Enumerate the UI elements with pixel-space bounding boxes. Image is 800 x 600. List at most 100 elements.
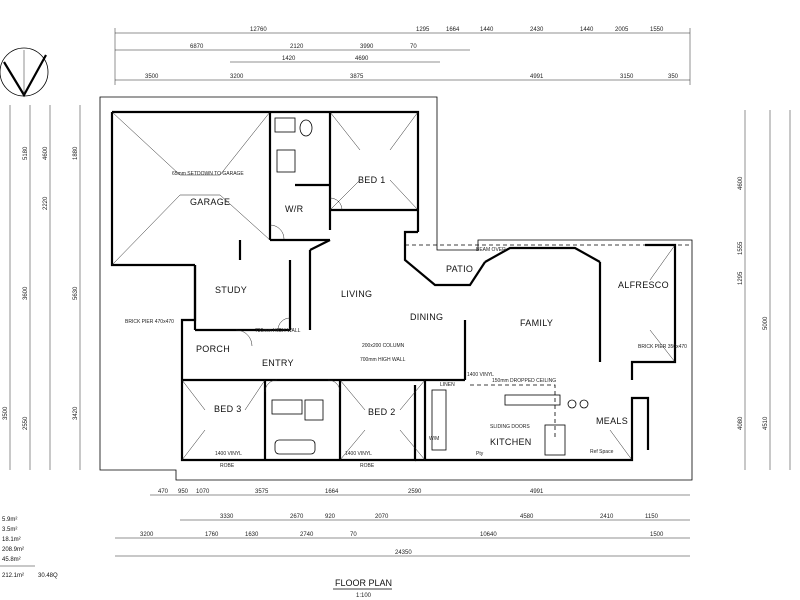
area-4: 208.9m² [2,547,24,553]
dim-top-13: 1420 [282,56,296,62]
right-dimensions: 4600 1555 1295 5000 4080 4510 [738,110,791,470]
dim-top-4: 1440 [480,27,494,33]
dim-top-16: 3200 [230,74,244,80]
left-dimensions: 5180 2220 3600 5630 3500 2550 4600 1880 … [3,105,81,470]
room-kitchen-label: KITCHEN [490,437,532,447]
area-1: 5.9m² [2,517,17,523]
dim-left-5: 3500 [3,406,9,420]
dim-top-10: 2120 [290,44,304,50]
dim-bottom-9: 2670 [290,514,304,520]
dim-top-9: 6870 [190,44,204,50]
room-bed3-label: BED 3 [214,404,242,414]
note-vinyl-1: 1400 VINYL [215,451,242,457]
dim-left-8: 1880 [73,146,79,160]
area-5: 45.8m² [2,557,21,563]
dim-left-6: 2550 [23,416,29,430]
dim-bottom-13: 2410 [600,514,614,520]
dim-bottom-21: 1500 [650,532,664,538]
dim-right-4: 5000 [763,316,769,330]
north-arrow-icon [0,47,49,98]
note-high-wall: 730mm HIGH WALL [255,328,301,334]
dim-top-5: 2430 [530,27,544,33]
area-2: 3.5m² [2,527,17,533]
note-pty: Pty [476,451,484,457]
interior-walls [182,112,467,460]
area-6: 212.1m² [2,573,24,579]
dim-top-14: 4690 [355,56,369,62]
kitchen-fixtures [431,389,589,456]
dim-left-1: 5180 [23,146,29,160]
note-sliding: SLIDING DOORS [490,424,530,430]
bottom-dimensions: 470 950 1070 3575 1664 2590 4991 3330 26… [115,489,690,557]
plan-title: FLOOR PLAN [335,578,392,588]
dim-bottom-10: 920 [325,514,336,520]
room-patio-label: PATIO [446,264,473,274]
room-living-label: LIVING [341,289,372,299]
note-dropped-ceiling: 150mm DROPPED CEILING [492,378,556,384]
dim-left-4: 5630 [73,286,79,300]
garage-note: 65mm SETDOWN TO GARAGE [172,171,244,177]
dim-top-6: 1440 [580,27,594,33]
dim-left-3: 3600 [23,286,29,300]
room-porch-label: PORCH [196,344,230,354]
note-vinyl-3: 1400 VINYL [467,372,494,378]
dim-right-6: 4510 [763,416,769,430]
dim-bottom-5: 1664 [325,489,339,495]
note-robe-2: ROBE [360,463,375,469]
dim-top-3: 1664 [446,27,460,33]
room-study-label: STUDY [215,285,247,295]
room-dining-label: DINING [410,312,443,322]
dim-bottom-3: 1070 [196,489,210,495]
door-swings [235,197,343,393]
dim-bottom-7: 4991 [530,489,544,495]
dim-right-3: 1295 [738,271,744,285]
note-brick-pier: BRICK PIER 470x470 [125,319,174,325]
note-wm: W/M [429,436,439,442]
dim-bottom-4: 3575 [255,489,269,495]
room-wir-label: W/R [285,204,304,214]
room-garage-label: GARAGE [190,197,230,207]
top-dimensions: 12760 1295 1664 1440 2430 1440 2005 1550… [114,27,691,85]
dim-left-2: 2220 [43,196,49,210]
area-7: 30.48Q [38,573,58,579]
room-bed1-label: BED 1 [358,175,386,185]
note-vinyl-2: 1400 VINYL [345,451,372,457]
dim-top-11: 3990 [360,44,374,50]
dim-top-15: 3500 [145,74,159,80]
dim-top-18: 4991 [530,74,544,80]
garage-roof-lines [111,111,676,461]
room-alfresco-label: ALFRESCO [618,280,669,290]
dim-top-8: 1550 [650,27,664,33]
dim-bottom-18: 2740 [300,532,314,538]
dim-bottom-8: 3330 [220,514,234,520]
ensuite-fixtures [271,117,324,455]
plan-scale: 1:100 [356,593,372,599]
dim-bottom-6: 2590 [408,489,422,495]
note-brick-pier-2: BRICK PIER 350x470 [638,344,687,350]
dim-top-12: 70 [410,44,417,50]
plan-title-block: FLOOR PLAN 1:100 [333,578,392,599]
dim-bottom-16: 1760 [205,532,219,538]
eave-outline [99,96,693,481]
dim-right-1: 4600 [738,176,744,190]
dim-bottom-12: 4580 [520,514,534,520]
room-bed2-label: BED 2 [368,407,396,417]
dim-bottom-14: 1150 [645,514,659,520]
dim-top-17: 3875 [350,74,364,80]
dim-bottom-11: 2070 [375,514,389,520]
area-schedule: 5.9m² 3.5m² 18.1m² 208.9m² 45.8m² 212.1m… [0,517,58,579]
dim-top-19: 3150 [620,74,634,80]
dim-top-7: 2005 [615,27,629,33]
dim-top-2: 1295 [416,27,430,33]
area-3: 18.1m² [2,537,21,543]
note-ref: Ref Space [590,449,614,455]
dim-bottom-22: 24350 [395,550,412,556]
plan-notes: 730mm HIGH WALL 200x200 COLUMN 700mm HIG… [125,247,687,469]
dim-top-20: 350 [668,74,679,80]
note-robe-1: ROBE [220,463,235,469]
dim-bottom-19: 70 [350,532,357,538]
dim-bottom-15: 3200 [140,532,154,538]
note-high-wall-2: 700mm HIGH WALL [360,357,406,363]
dropped-ceiling-line [470,384,556,440]
